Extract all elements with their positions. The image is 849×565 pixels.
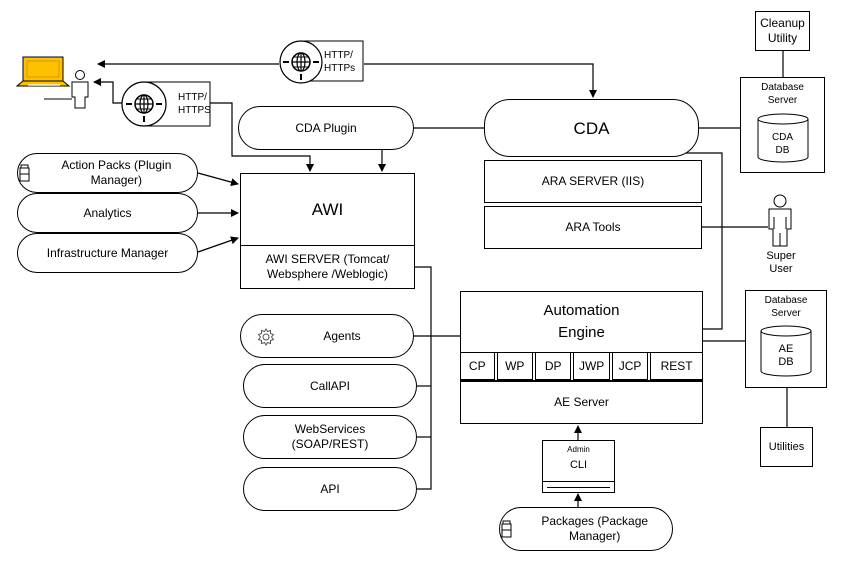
http-label-left: HTTP/ HTTPS	[178, 92, 211, 116]
analytics-label: Analytics	[83, 205, 132, 220]
infrastructure-manager-module[interactable]: Infrastructure Manager	[17, 233, 198, 273]
action-packs-label: Action Packs (Plugin Manager)	[61, 158, 172, 187]
super-user-label: Super User	[766, 250, 796, 275]
packages-label: Packages (Package Manager)	[541, 514, 649, 543]
infrastructure-manager-label: Infrastructure Manager	[46, 245, 169, 260]
cda-plugin-label: CDA Plugin	[295, 120, 357, 135]
line-cda-ae	[672, 152, 723, 330]
cli-divider	[547, 487, 610, 488]
process-jwp[interactable]: JWP	[573, 352, 610, 380]
globe-icon	[121, 81, 211, 127]
globe-icon	[279, 40, 364, 84]
cli-title: CLI	[569, 459, 588, 471]
api-module[interactable]: API	[243, 467, 417, 511]
line-http2-to-user	[93, 78, 122, 104]
utilities-box[interactable]: Utilities	[760, 427, 813, 467]
process-rest[interactable]: REST	[650, 352, 703, 380]
webservices-module[interactable]: WebServices (SOAP/REST)	[243, 415, 417, 459]
database-icon	[760, 325, 812, 377]
api-label: API	[320, 481, 340, 496]
cleanup-utility-box[interactable]: Cleanup Utility	[755, 11, 810, 51]
utilities-label: Utilities	[768, 440, 805, 453]
callapi-label: CallAPI	[309, 378, 350, 393]
http-label-top: HTTP/ HTTPs	[324, 50, 356, 74]
laptop-user-icon	[15, 56, 89, 109]
awi-server-label: AWI SERVER (Tomcat/ Websphere /Weblogic)	[265, 252, 390, 281]
line-infra-awi	[197, 236, 239, 253]
ara-tools-box[interactable]: ARA Tools	[484, 206, 702, 249]
agents-module[interactable]: Agents	[240, 314, 414, 358]
cli-divider	[543, 481, 614, 482]
admin-cli-box[interactable]: Admin CLI	[542, 440, 615, 493]
webservices-label: WebServices (SOAP/REST)	[291, 422, 369, 451]
gear-icon	[257, 328, 275, 346]
automation-engine-box[interactable]: Automation Engine	[460, 291, 703, 353]
process-jcp[interactable]: JCP	[611, 352, 649, 380]
ara-tools-label: ARA Tools	[565, 220, 621, 234]
ara-server-label: ARA SERVER (IIS)	[541, 174, 645, 188]
cleanup-utility-label: Cleanup Utility	[760, 16, 805, 45]
awi-box[interactable]: AWI	[240, 173, 415, 246]
process-dp[interactable]: DP	[534, 352, 572, 380]
ae-server-box[interactable]: AE Server	[460, 380, 703, 424]
cda-box[interactable]: CDA	[484, 99, 699, 157]
ae-db-label: AE DB	[778, 343, 794, 368]
line-http-to-cda	[364, 63, 597, 98]
admin-caption: Admin	[567, 445, 590, 454]
ae-database-server[interactable]: Database Server AE DB	[745, 290, 827, 388]
package-icon	[501, 520, 512, 538]
ae-server-label: AE Server	[554, 395, 609, 409]
awi-server-box[interactable]: AWI SERVER (Tomcat/ Websphere /Weblogic)	[240, 245, 415, 289]
packages-module[interactable]: Packages (Package Manager)	[499, 507, 673, 551]
cda-plugin[interactable]: CDA Plugin	[238, 106, 414, 150]
agents-label: Agents	[323, 328, 361, 343]
awi-title: AWI	[311, 200, 344, 219]
action-packs-module[interactable]: Action Packs (Plugin Manager)	[17, 153, 198, 193]
cda-db-label: CDA DB	[771, 132, 794, 156]
super-user-icon	[768, 194, 792, 247]
ae-db-server-title: Database Server	[764, 295, 808, 319]
package-icon	[19, 164, 30, 182]
line-awiserver-bus	[414, 266, 432, 490]
callapi-module[interactable]: CallAPI	[243, 364, 417, 408]
process-cp[interactable]: CP	[460, 352, 495, 380]
process-wp[interactable]: WP	[496, 352, 533, 380]
line-http2-to-awi	[210, 102, 314, 172]
cda-db-server-title: Database Server	[761, 82, 804, 106]
ara-server-box[interactable]: ARA SERVER (IIS)	[484, 160, 702, 203]
line-actionpacks-awi	[197, 172, 239, 187]
cda-database-server[interactable]: Database Server CDA DB	[740, 77, 825, 173]
database-icon	[757, 113, 808, 163]
automation-engine-title: Automation Engine	[543, 302, 620, 341]
analytics-module[interactable]: Analytics	[17, 193, 198, 233]
cda-title: CDA	[573, 118, 610, 138]
